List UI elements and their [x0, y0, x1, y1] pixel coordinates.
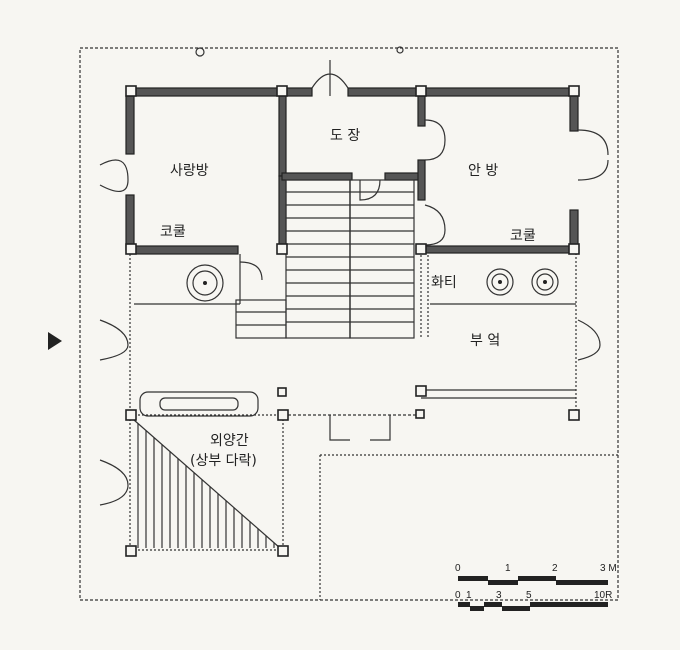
- scale-metric-tick-3: 3 M: [600, 563, 617, 574]
- scale-ja-tick-0: 0: [455, 590, 461, 601]
- scale-bar-metric: 0 1 2 3 M: [455, 563, 617, 585]
- scale-metric-tick-2: 2: [552, 563, 558, 574]
- doors: [99, 60, 609, 506]
- room-label-oeyanggan: 외양간: [210, 433, 249, 449]
- boundary-circles: [195, 46, 404, 57]
- room-label-kotul-left: 코쿨: [160, 224, 186, 240]
- scale-ja-tick-3: 5: [526, 590, 532, 601]
- room-label-sarangbang: 사랑방: [170, 163, 209, 179]
- room-label-oeyanggan-sub: (상부 다락): [190, 453, 257, 469]
- entrance-arrow-icon: [48, 332, 62, 350]
- scale-metric-tick-1: 1: [505, 563, 511, 574]
- room-label-anbang: 안 방: [468, 163, 498, 179]
- inner-boundary: [319, 454, 618, 600]
- room-label-hwati: 화티: [431, 275, 457, 291]
- outer-boundary: [79, 47, 619, 601]
- scale-metric-tick-0: 0: [455, 563, 461, 574]
- room-label-kotul-right: 코쿨: [510, 228, 536, 244]
- staircase: [235, 179, 415, 339]
- scale-ja-tick-1: 1: [466, 590, 472, 601]
- frame-lines: [129, 253, 577, 551]
- stable: [133, 391, 281, 549]
- scale-ja-tick-2: 3: [496, 590, 502, 601]
- scale-ja-tick-4: 10R: [594, 590, 612, 601]
- cauldron-icons: [186, 264, 559, 302]
- hwati-rail: [420, 255, 429, 338]
- room-label-dojang: 도 장: [330, 128, 360, 144]
- posts: [125, 85, 580, 557]
- scale-bar-ja: 0 1 3 5 10R: [455, 590, 612, 611]
- walls: [125, 87, 579, 255]
- room-label-bueok: 부 엌: [470, 333, 500, 349]
